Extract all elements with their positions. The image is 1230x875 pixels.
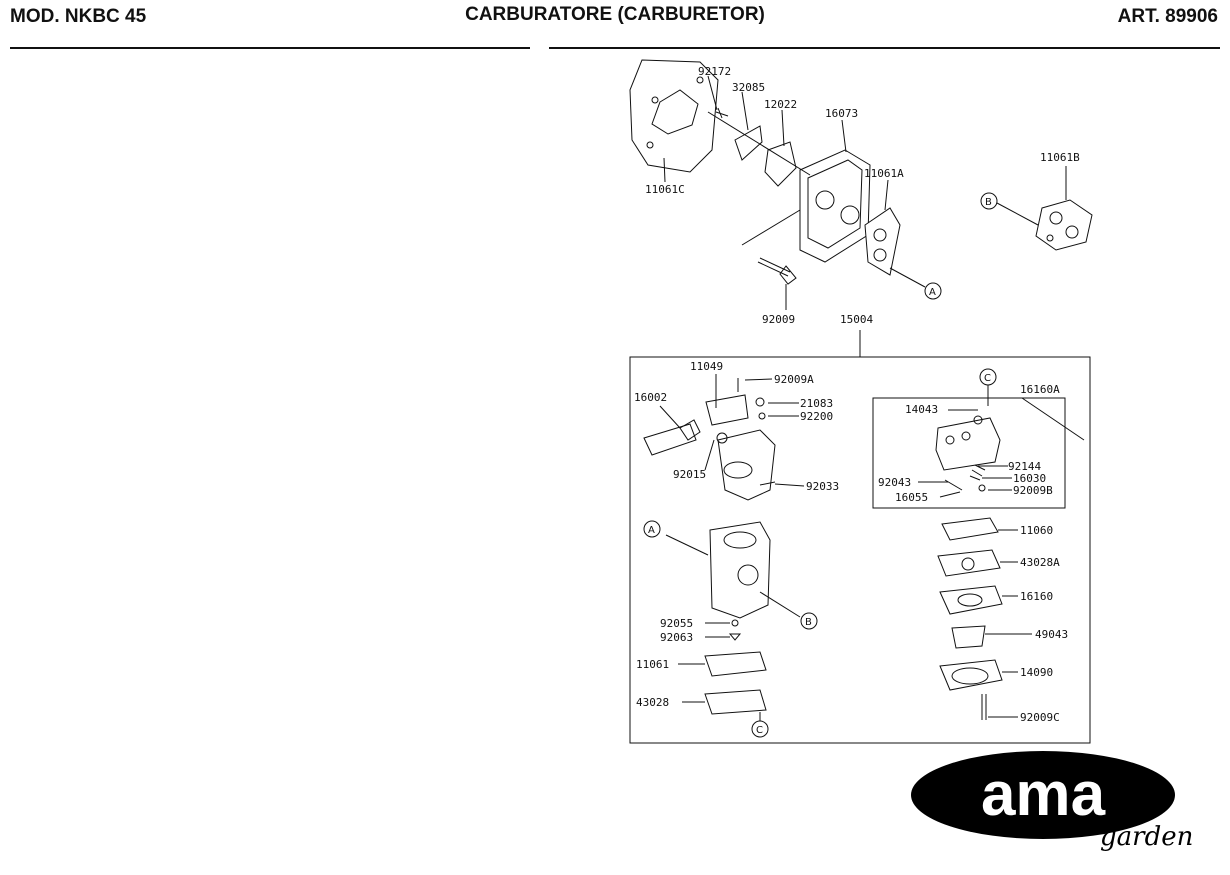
label-11061c: 11061C [645, 183, 685, 196]
screw-92009c [981, 694, 987, 720]
label-11049: 11049 [690, 360, 723, 373]
callout-b-body: B [800, 612, 818, 630]
svg-text:C: C [756, 725, 763, 736]
model-label: MOD. NKBC 45 [10, 6, 147, 27]
cover-16160 [939, 585, 1003, 615]
label-92009: 92009 [762, 313, 795, 326]
plate-12022 [764, 141, 797, 187]
label-43028a: 43028A [1020, 556, 1060, 569]
label-32085: 32085 [732, 81, 765, 94]
article-label: ART. 89906 [1117, 6, 1218, 27]
svg-text:A: A [929, 287, 936, 298]
gasket-11061c-slot [651, 89, 699, 135]
label-21083: 21083 [800, 397, 833, 410]
gasket-11061a [864, 207, 901, 276]
label-92009b: 92009B [1013, 484, 1053, 497]
pump-body-16160a [935, 417, 1001, 471]
svg-text:C: C [984, 373, 991, 384]
svg-text:B: B [985, 197, 992, 208]
label-16002: 16002 [634, 391, 667, 404]
label-92043: 92043 [878, 476, 911, 489]
label-14090: 14090 [1020, 666, 1053, 679]
callout-b-top: B [980, 192, 998, 210]
label-16160: 16160 [1020, 590, 1053, 603]
callout-a-top: A [924, 282, 942, 300]
label-92144: 92144 [1008, 460, 1041, 473]
label-11061a: 11061A [864, 167, 904, 180]
callout-a-body: A [643, 520, 661, 538]
label-14043: 14043 [905, 403, 938, 416]
label-11061: 11061 [636, 658, 669, 671]
gasket-11061 [704, 651, 767, 677]
label-92033: 92033 [806, 480, 839, 493]
label-11061b: 11061B [1040, 151, 1080, 164]
carb-upper-body [717, 429, 776, 501]
diaphragm-43028 [704, 689, 767, 715]
diaphragm-43028a [937, 549, 1001, 577]
label-92015: 92015 [673, 468, 706, 481]
bolt-92009 [757, 257, 797, 285]
svg-text:garden: garden [1100, 822, 1193, 852]
label-92009c: 92009C [1020, 711, 1060, 724]
label-92009a: 92009A [774, 373, 814, 386]
svg-text:A: A [648, 525, 655, 536]
screw-92172 [715, 107, 729, 119]
label-15004: 15004 [840, 313, 873, 326]
label-16160a: 16160A [1020, 383, 1060, 396]
callout-c-pump: C [979, 368, 997, 386]
label-49043: 49043 [1035, 628, 1068, 641]
label-92055: 92055 [660, 617, 693, 630]
label-16055: 16055 [895, 491, 928, 504]
callout-c-bottom: C [751, 720, 769, 738]
label-43028: 43028 [636, 696, 669, 709]
page-title: CARBURATORE (CARBURETOR) [465, 4, 765, 25]
svg-text:B: B [805, 617, 812, 628]
label-12022: 12022 [764, 98, 797, 111]
insulator-16073 [799, 149, 871, 263]
label-92172: 92172 [698, 65, 731, 78]
label-16073: 16073 [825, 107, 858, 120]
label-11060: 11060 [1020, 524, 1053, 537]
svg-text:ama: ama [981, 760, 1106, 829]
assembly-box-16160a [872, 397, 1066, 509]
label-92063: 92063 [660, 631, 693, 644]
ama-garden-logo: ama garden [911, 751, 1193, 852]
label-16030: 16030 [1013, 472, 1046, 485]
cover-14090 [939, 659, 1003, 691]
carb-lower-body [709, 521, 771, 619]
gasket-11061b [1035, 199, 1093, 251]
gasket-11060 [941, 517, 999, 541]
header-rule-right [549, 47, 1220, 49]
cup-49043 [951, 625, 986, 649]
gasket-11061c [629, 59, 719, 173]
header-rule-left [10, 47, 530, 49]
label-92200: 92200 [800, 410, 833, 423]
bracket-32085 [734, 125, 763, 161]
assembly-box-15004 [629, 356, 1091, 744]
